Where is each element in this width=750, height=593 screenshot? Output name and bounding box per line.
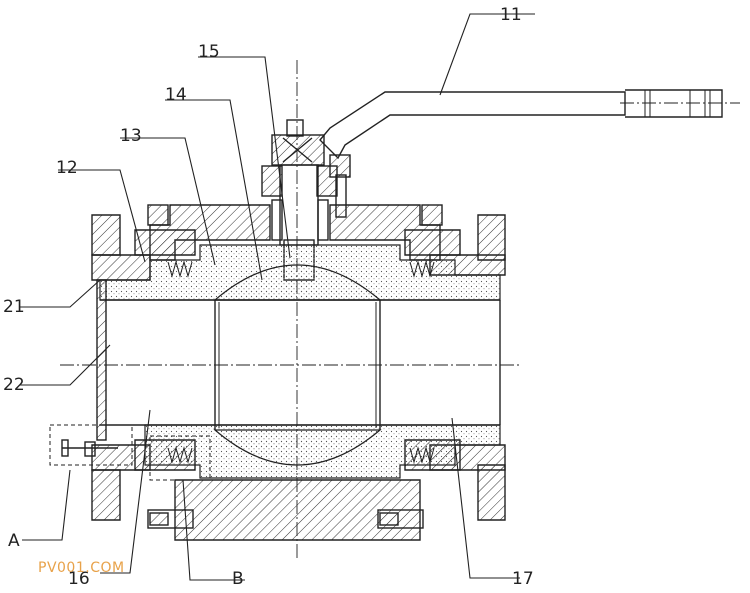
callout-21: 21 [3,297,25,317]
callout-22: 22 [3,375,25,395]
watermark: PV001.COM [38,560,125,576]
detail-a-bolt [61,439,118,457]
callout-b: B [232,569,244,589]
bore [100,299,501,426]
callout-13: 13 [120,126,142,146]
callout-11: 11 [500,5,522,25]
callout-12: 12 [56,158,78,178]
callout-16: 16 [68,569,90,589]
springs [167,260,435,464]
detail-box-b [149,435,211,481]
handle [319,89,723,160]
callout-15: 15 [198,42,220,62]
stem-top [261,119,351,246]
detail-box-a [49,424,133,466]
callout-a: A [8,531,20,551]
callout-14: 14 [165,85,187,105]
body-bottom [147,479,424,541]
blind-plate [96,279,107,441]
leader-lines [20,13,535,581]
callout-17: 17 [512,569,534,589]
ball [213,264,382,466]
